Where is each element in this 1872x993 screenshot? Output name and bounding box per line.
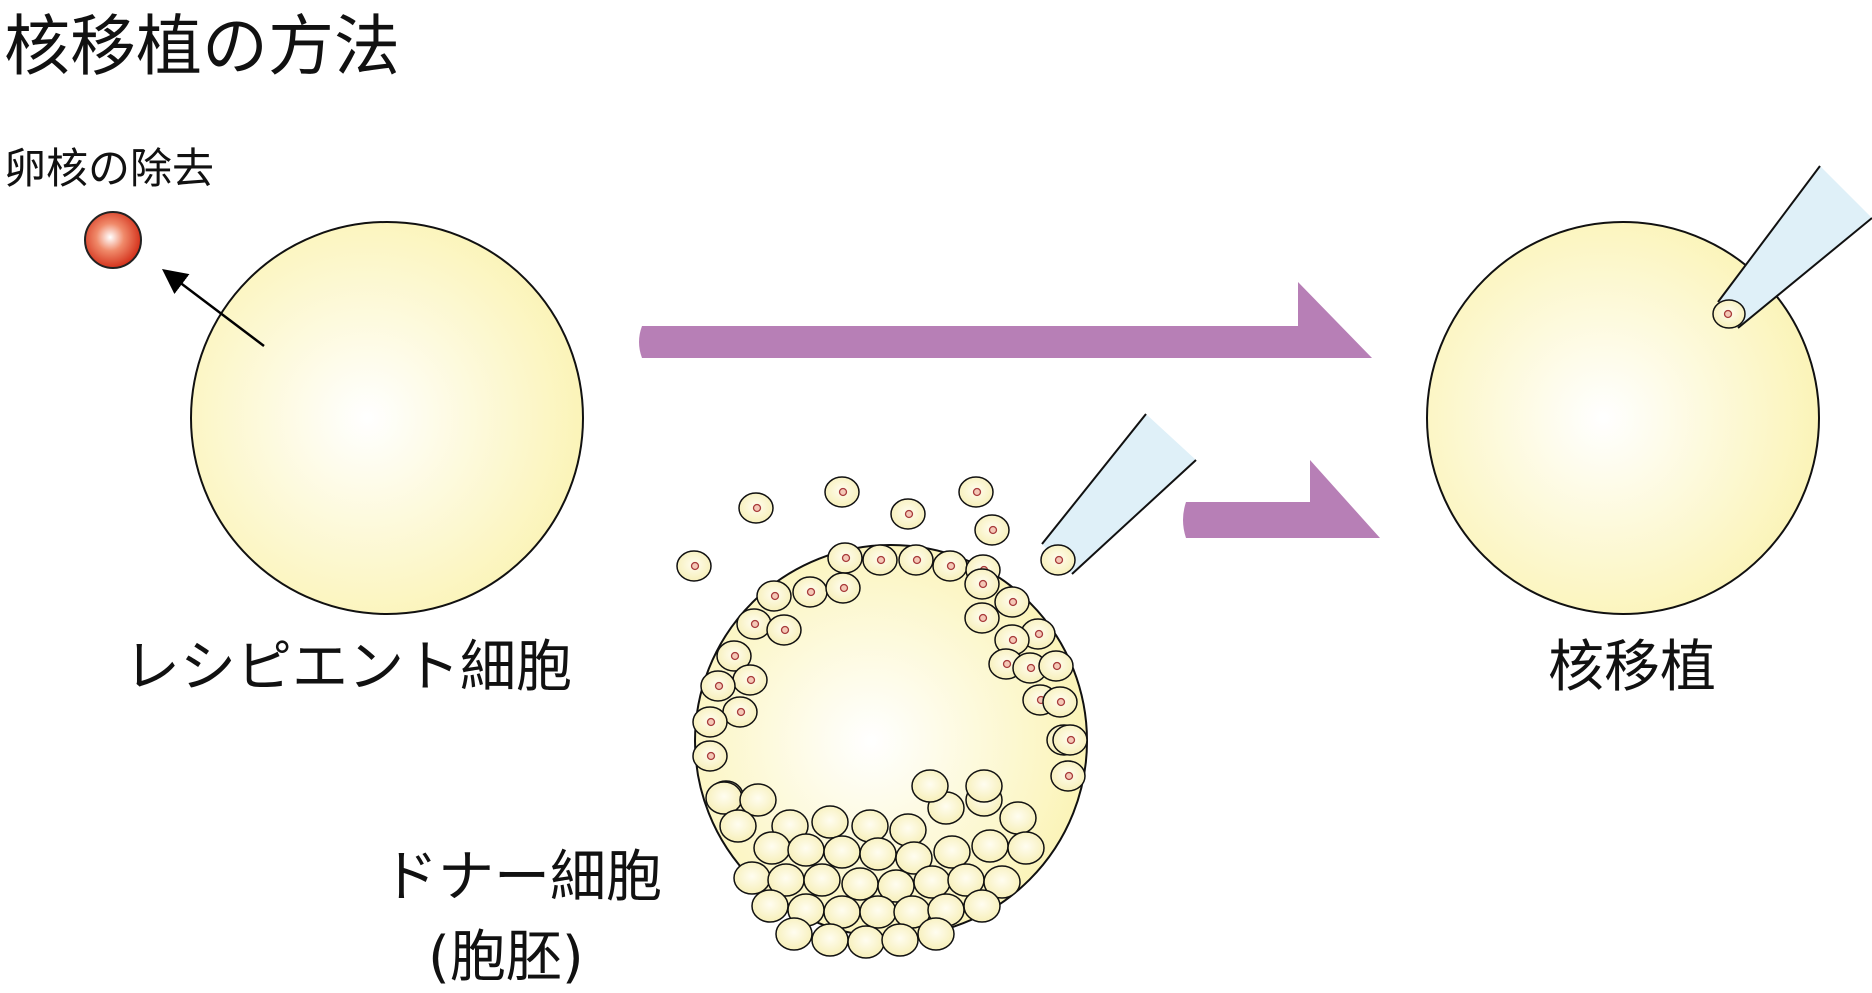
icm-cell — [911, 769, 949, 803]
inner-cell-mass — [705, 769, 1045, 959]
enucleation-arrow — [162, 268, 265, 347]
pipette-donor — [1041, 413, 1197, 575]
cell-nucleus — [1008, 635, 1018, 645]
cell-nucleus — [841, 553, 851, 563]
icm-cell — [851, 809, 889, 843]
cell-nucleus — [912, 555, 922, 565]
icm-cell — [751, 889, 789, 923]
pipette-result — [1712, 165, 1872, 329]
cell-nucleus — [706, 751, 716, 761]
icm-cell — [965, 769, 1003, 803]
icm-cell — [933, 835, 971, 869]
icm-cell — [823, 835, 861, 869]
cell-nucleus — [736, 707, 746, 717]
cell-nucleus — [730, 651, 740, 661]
cell-nucleus — [806, 587, 816, 597]
cell-nucleus — [1034, 629, 1044, 639]
process-arrow-lower — [1183, 460, 1380, 538]
icm-cell — [913, 865, 951, 899]
cell-nucleus — [690, 561, 700, 571]
icm-cell — [733, 861, 771, 895]
icm-cell — [803, 863, 841, 897]
icm-cell — [823, 895, 861, 929]
icm-cell — [841, 867, 879, 901]
process-arrow-upper — [639, 282, 1372, 358]
icm-cell — [963, 889, 1001, 923]
cell-nucleus — [876, 555, 886, 565]
icm-cell — [881, 923, 919, 957]
cell-nucleus — [706, 717, 716, 727]
icm-cell — [983, 865, 1021, 899]
icm-cell — [917, 917, 955, 951]
icm-cell — [811, 923, 849, 957]
icm-cell — [775, 917, 813, 951]
icm-cell — [719, 809, 757, 843]
cell-nucleus — [978, 613, 988, 623]
icm-cell — [811, 805, 849, 839]
cell-nucleus — [1008, 597, 1018, 607]
icm-cell — [895, 841, 933, 875]
cell-nucleus — [1002, 659, 1012, 669]
cell-nucleus — [1052, 661, 1062, 671]
cell-nucleus — [972, 487, 982, 497]
cell-nucleus — [752, 503, 762, 513]
icm-cell — [1007, 831, 1045, 865]
transferred-nucleus — [1723, 309, 1733, 319]
icm-cell — [859, 895, 897, 929]
page-title: 核移植の方法 — [4, 8, 400, 85]
icm-cell — [999, 801, 1037, 835]
cell-nucleus — [1066, 735, 1076, 745]
cell-nucleus — [1064, 771, 1074, 781]
blastocyst-label: (胞胚) — [428, 925, 584, 990]
cell-nucleus — [746, 675, 756, 685]
icm-cell — [739, 783, 777, 817]
recipient-cell-label: レシピエント細胞 — [124, 635, 572, 700]
cell-nucleus — [1054, 555, 1064, 565]
cell-nucleus — [839, 583, 849, 593]
cell-nucleus — [946, 561, 956, 571]
icm-cell — [753, 831, 791, 865]
donor-cells-with-nuclei — [676, 476, 1088, 812]
recipient-cell — [190, 221, 584, 615]
cell-nucleus — [838, 487, 848, 497]
icm-cell — [847, 925, 885, 959]
icm-cell — [971, 829, 1009, 863]
cell-nucleus — [978, 579, 988, 589]
cell-nucleus — [904, 509, 914, 519]
cell-nucleus — [770, 591, 780, 601]
cell-nucleus — [750, 619, 760, 629]
removed-egg-nucleus — [84, 211, 142, 269]
enucleation-label: 卵核の除去 — [4, 144, 215, 193]
cell-nucleus — [1026, 663, 1036, 673]
nuclear-transfer-label: 核移植 — [1548, 635, 1716, 700]
cell-nucleus — [780, 625, 790, 635]
icm-cell — [859, 837, 897, 871]
donor-cell-label: ドナー細胞 — [382, 845, 662, 910]
icm-cell — [787, 833, 825, 867]
cell-nucleus — [714, 681, 724, 691]
icm-cell — [705, 781, 743, 815]
icm-cell — [889, 813, 927, 847]
cell-nucleus — [1056, 697, 1066, 707]
cell-nucleus — [988, 525, 998, 535]
